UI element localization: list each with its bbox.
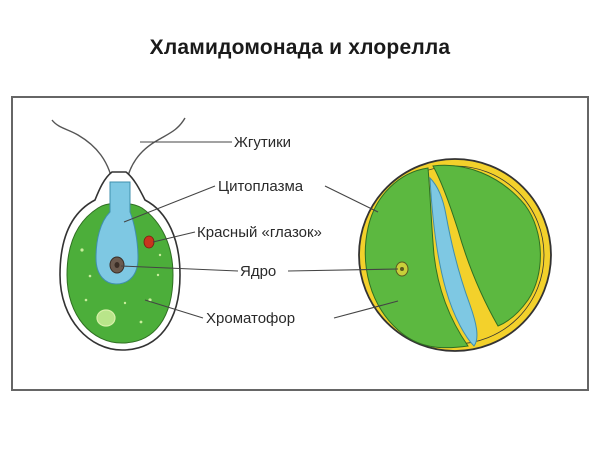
flagellum-left [51,119,115,191]
chlamydomonas-cell [51,117,186,351]
leader-lines [120,141,399,319]
cytoplasm [95,181,139,285]
label-nucleus: Ядро [240,263,276,280]
slide-title: Хламидомонада и хлорелла [149,36,451,59]
label-chromatophore: Хроматофор [206,310,295,327]
label-flagella: Жгутики [234,134,291,151]
eyespot [143,235,155,249]
chlorella-cytoplasm [429,176,478,347]
flagellum-right [124,117,186,191]
granules [80,248,162,324]
pyrenoid [96,309,116,327]
chromatophore-right [432,164,541,327]
chlorella-cell [358,158,552,352]
label-cytoplasm: Цитоплазма [218,178,304,195]
label-eyespot: Красный «глазок» [197,224,322,241]
